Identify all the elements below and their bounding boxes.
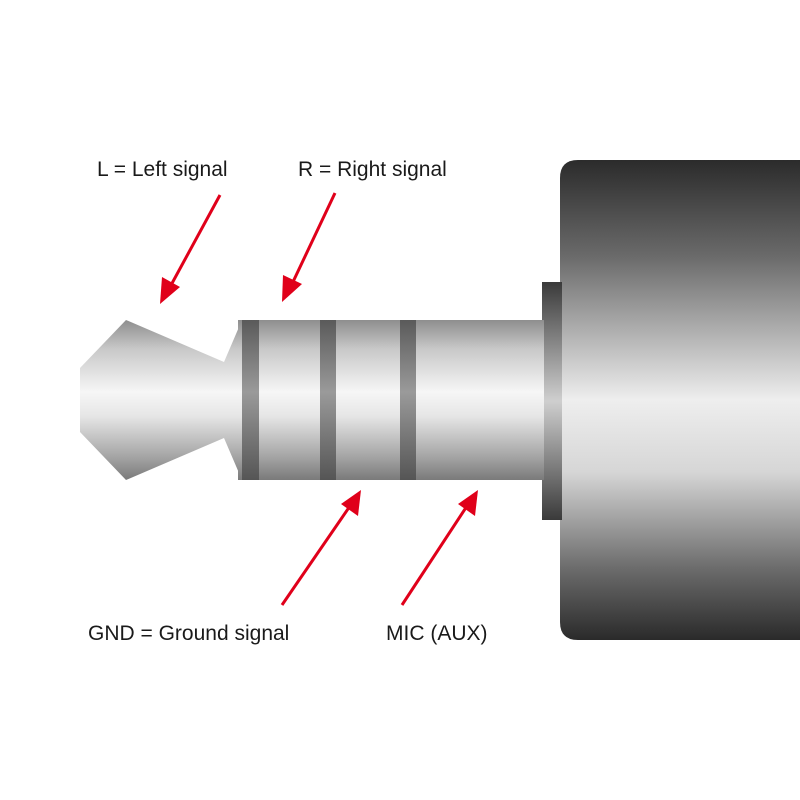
arrow-right-signal <box>282 192 337 302</box>
label-ground-signal: GND = Ground signal <box>88 622 289 645</box>
insulator-band-1 <box>242 320 259 480</box>
arrow-ground-signal <box>280 490 361 606</box>
insulator-band-3 <box>400 320 416 480</box>
label-mic-aux: MIC (AUX) <box>386 622 488 645</box>
label-right-signal: R = Right signal <box>298 158 447 181</box>
plug-housing <box>560 160 800 640</box>
arrow-left-signal <box>160 194 222 304</box>
arrow-mic-aux <box>400 490 478 606</box>
plug-collar <box>542 282 562 520</box>
plug-tip <box>80 320 242 480</box>
plug-sleeve <box>238 320 544 480</box>
label-left-signal: L = Left signal <box>97 158 228 181</box>
insulator-band-2 <box>320 320 336 480</box>
